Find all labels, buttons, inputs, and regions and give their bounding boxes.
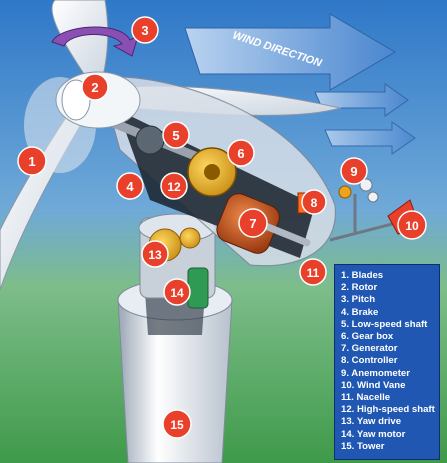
callout-12: 12 <box>160 172 188 200</box>
pitch-rotation-arrow <box>51 26 139 57</box>
callout-number: 15 <box>170 418 184 432</box>
callout-6: 6 <box>227 139 255 167</box>
callout-number: 4 <box>126 179 134 194</box>
legend-panel: 1. Blades 2. Rotor 3. Pitch 4. Brake 5. … <box>334 264 440 460</box>
callout-number: 11 <box>307 266 320 280</box>
callout-number: 5 <box>172 128 179 143</box>
legend-item: 6. Gear box <box>341 331 394 343</box>
callout-number: 3 <box>141 23 148 38</box>
legend-item: 5. Low-speed shaft <box>341 318 428 330</box>
callout-10: 10 <box>397 210 427 240</box>
legend-item: 14. Yaw motor <box>341 428 406 440</box>
wind-direction-arrows: WIND DIRECTION <box>184 13 416 155</box>
callout-3: 3 <box>131 16 159 44</box>
legend-item: 9. Anemometer <box>341 367 410 379</box>
callout-11: 11 <box>299 258 327 286</box>
legend-item: 7. Generator <box>341 343 398 355</box>
callout-15: 15 <box>162 409 192 439</box>
callout-number: 13 <box>148 248 162 262</box>
callout-7: 7 <box>238 208 268 238</box>
legend-item: 12. High-speed shaft <box>341 404 435 416</box>
legend-item: 2. Rotor <box>341 282 378 294</box>
legend-item: 11. Nacelle <box>341 392 391 404</box>
callout-1: 1 <box>17 146 47 176</box>
callout-number: 6 <box>237 146 244 161</box>
anemometer <box>338 178 379 232</box>
legend-item: 4. Brake <box>341 306 379 318</box>
callout-2: 2 <box>81 73 109 101</box>
callout-9: 9 <box>340 157 368 185</box>
callout-number: 1 <box>28 154 35 169</box>
callout-number: 14 <box>170 286 184 300</box>
callout-number: 12 <box>167 180 181 194</box>
callout-number: 7 <box>249 216 256 231</box>
legend-item: 15. Tower <box>341 440 385 452</box>
legend-item: 1. Blades <box>341 270 384 281</box>
legend-item: 13. Yaw drive <box>341 416 402 428</box>
legend-item: 8. Controller <box>341 355 398 367</box>
callout-number: 8 <box>311 196 318 210</box>
callout-number: 2 <box>91 80 98 95</box>
callout-14: 14 <box>163 278 191 306</box>
legend-item: 10. Wind Vane <box>341 379 406 391</box>
callout-5: 5 <box>162 121 190 149</box>
callout-8: 8 <box>301 189 327 215</box>
callout-13: 13 <box>141 240 169 268</box>
legend-item: 3. Pitch <box>341 294 376 306</box>
callout-4: 4 <box>116 172 144 200</box>
callout-number: 10 <box>405 219 419 233</box>
callout-number: 9 <box>350 164 357 179</box>
